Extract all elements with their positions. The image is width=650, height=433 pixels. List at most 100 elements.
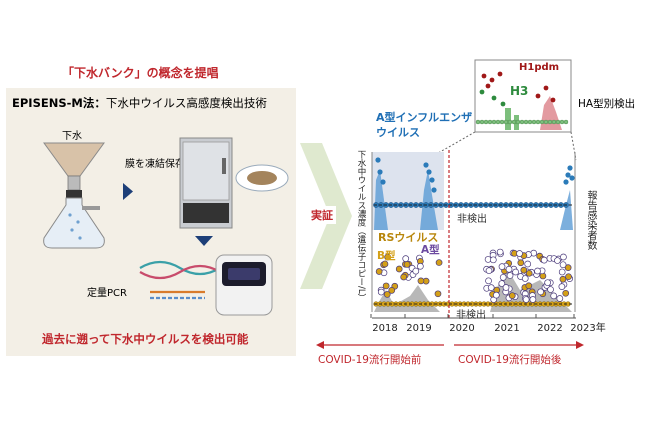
rsv-point bbox=[375, 268, 383, 275]
x-tick-label: 2022 bbox=[537, 323, 562, 334]
flu-non-detect-label: 非検出 bbox=[457, 214, 487, 225]
rsv-point bbox=[412, 267, 420, 275]
rsv-point bbox=[388, 287, 396, 294]
rsv-point bbox=[565, 273, 572, 281]
rsv-point bbox=[517, 259, 525, 267]
rsv-point bbox=[417, 277, 425, 285]
membrane-icon bbox=[235, 164, 289, 192]
flu-point bbox=[375, 157, 381, 163]
rsv-point bbox=[400, 273, 408, 281]
h1pdm-point bbox=[485, 83, 491, 89]
y-label-right: 報告感染者数 bbox=[585, 190, 596, 250]
rsv-point bbox=[499, 273, 507, 281]
rsv-point bbox=[496, 248, 504, 256]
rsv-point bbox=[520, 266, 528, 274]
rsv-type-b-label: B型 bbox=[377, 250, 396, 262]
verify-label: 実証 bbox=[308, 206, 336, 224]
arrow-right-small-icon bbox=[576, 341, 584, 349]
dna-icon bbox=[139, 260, 221, 300]
flu-title: A型インフルエンザ ウイルス bbox=[376, 110, 472, 140]
h3-point bbox=[511, 119, 517, 125]
h3-point bbox=[479, 119, 485, 125]
h3-point bbox=[531, 119, 537, 125]
rsv-point bbox=[402, 255, 410, 262]
h1pdm-point bbox=[497, 71, 503, 77]
pcr-label: 定量PCR bbox=[87, 288, 127, 299]
rsv-point bbox=[487, 284, 495, 291]
rsv-point bbox=[377, 288, 385, 296]
rsv-point bbox=[550, 292, 558, 300]
rsv-point bbox=[558, 283, 566, 290]
rsv-point bbox=[505, 265, 513, 273]
h3-point bbox=[563, 119, 569, 125]
rsv-point bbox=[547, 286, 554, 293]
freezer-icon bbox=[179, 137, 233, 229]
covid-before-label: COVID-19流行開始前 bbox=[318, 354, 422, 366]
rsv-point bbox=[435, 259, 443, 266]
h3-point bbox=[551, 119, 557, 125]
x-tick-label: 2023年 bbox=[570, 321, 605, 334]
covid-after-label: COVID-19流行開始後 bbox=[458, 354, 562, 366]
rsv-point bbox=[403, 261, 411, 268]
rsv-type-a-label: A型 bbox=[421, 244, 440, 256]
ha-h1pdm-label: H1pdm bbox=[519, 62, 560, 73]
h3-point bbox=[535, 119, 541, 125]
rsv-point bbox=[525, 282, 533, 290]
x-tick-label: 2019 bbox=[406, 323, 431, 334]
flu-point bbox=[563, 179, 569, 185]
rsv-point bbox=[485, 267, 493, 275]
h1pdm-point bbox=[543, 85, 549, 91]
method-name: EPISENS-M法： bbox=[12, 96, 106, 110]
filter-flask-icon bbox=[43, 142, 105, 249]
h1pdm-point bbox=[481, 73, 487, 79]
h3-point bbox=[515, 119, 521, 125]
ha-h3-label: H3 bbox=[510, 84, 529, 98]
flu-point bbox=[377, 169, 383, 175]
chevron-arrow-icon bbox=[300, 143, 352, 289]
rsv-point bbox=[558, 268, 566, 276]
rsv-point bbox=[556, 295, 564, 302]
h3-point bbox=[495, 119, 501, 125]
sewage-label: 下水 bbox=[62, 131, 82, 142]
arrow-down-icon bbox=[195, 236, 213, 246]
h3-point bbox=[503, 119, 509, 125]
rsv-point bbox=[416, 262, 424, 270]
h3-point bbox=[559, 119, 565, 125]
h3-point bbox=[483, 119, 489, 125]
h1pdm-point bbox=[550, 97, 556, 103]
rsv-point bbox=[434, 290, 442, 298]
flu-point bbox=[380, 179, 386, 185]
h1pdm-point bbox=[489, 77, 495, 83]
flu-case-peak bbox=[374, 170, 388, 230]
rsv-point bbox=[382, 282, 390, 290]
rsv-point bbox=[508, 292, 516, 299]
flu-point bbox=[569, 175, 575, 181]
rsv-point bbox=[564, 264, 572, 271]
flu-point bbox=[429, 177, 435, 183]
rsv-non-detect-label: 非検出 bbox=[456, 310, 486, 321]
ha-inset-marks bbox=[475, 71, 569, 130]
pcr-machine-icon bbox=[215, 254, 273, 316]
rsv-point bbox=[502, 284, 510, 291]
x-tick-label: 2021 bbox=[494, 323, 519, 334]
conclusion-text: 過去に遡って下水中ウイルスを検出可能 bbox=[42, 332, 249, 346]
flu-title-line2: ウイルス bbox=[376, 126, 420, 139]
h3-point bbox=[547, 119, 553, 125]
flu-title-line1: A型インフルエンザ bbox=[376, 111, 473, 124]
headline: 「下水バンク」の概念を提唱 bbox=[62, 66, 219, 80]
rsv-title: RSウイルス bbox=[378, 231, 439, 244]
flu-case-peak bbox=[420, 170, 438, 230]
arrow-right-icon bbox=[123, 183, 133, 200]
flu-point bbox=[565, 172, 571, 178]
h3-point bbox=[475, 119, 481, 125]
rsv-point bbox=[384, 253, 391, 261]
h1pdm-point bbox=[535, 93, 541, 99]
h3-point bbox=[523, 119, 529, 125]
x-tick-label: 2018 bbox=[372, 323, 397, 334]
rsv-point bbox=[540, 256, 548, 264]
rsv-point bbox=[525, 269, 533, 277]
rsv-point bbox=[506, 272, 514, 279]
